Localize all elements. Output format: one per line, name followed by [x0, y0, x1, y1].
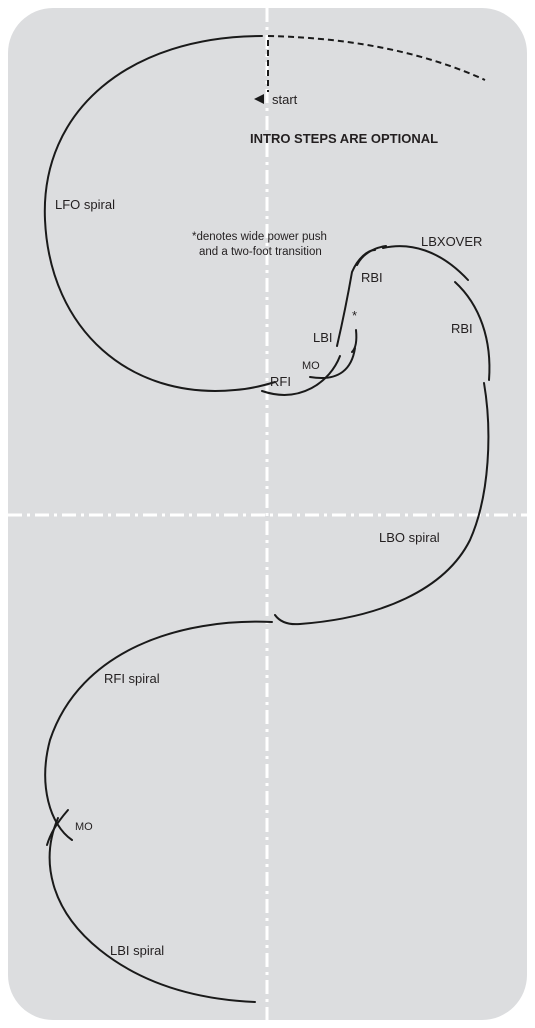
lfo-spiral-path	[43, 35, 276, 392]
rfi-upper-label: RFI	[270, 374, 291, 389]
lbxover-label: LBXOVER	[421, 234, 482, 249]
mo-lower-label: MO	[75, 821, 93, 833]
start-label: start	[272, 92, 298, 107]
rfi-spiral-label: RFI spiral	[104, 671, 160, 686]
footnote-line-2: and a two-foot transition	[199, 246, 322, 258]
lbo-spiral-path	[274, 382, 490, 626]
lfo-spiral-label: LFO spiral	[55, 197, 115, 212]
rbi-upper-label: RBI	[361, 270, 383, 285]
asterisk-label: *	[352, 308, 357, 323]
lbi-asterisk-edge-path	[351, 329, 358, 353]
start-arrow-icon	[254, 94, 264, 104]
lbxover-arc-path	[382, 245, 469, 281]
lbi-spiral-path	[48, 817, 256, 1003]
rbi-right-label: RBI	[451, 321, 473, 336]
mo-upper-edge-path	[309, 347, 356, 379]
mo-upper-label: MO	[302, 360, 320, 372]
lbi-upper-label: LBI	[313, 330, 333, 345]
rfi-edge-path	[261, 355, 341, 396]
footnote-line-1: *denotes wide power push	[192, 231, 327, 243]
rbi-right-edge-path	[454, 281, 491, 381]
rfi-spiral-path	[44, 620, 273, 841]
intro-dashed-path	[267, 35, 486, 81]
rbi-upper-edge-path	[356, 245, 387, 266]
lbi-spiral-label: LBI spiral	[110, 943, 164, 958]
lbo-spiral-label: LBO spiral	[379, 530, 440, 545]
intro-note: INTRO STEPS ARE OPTIONAL	[250, 131, 438, 146]
